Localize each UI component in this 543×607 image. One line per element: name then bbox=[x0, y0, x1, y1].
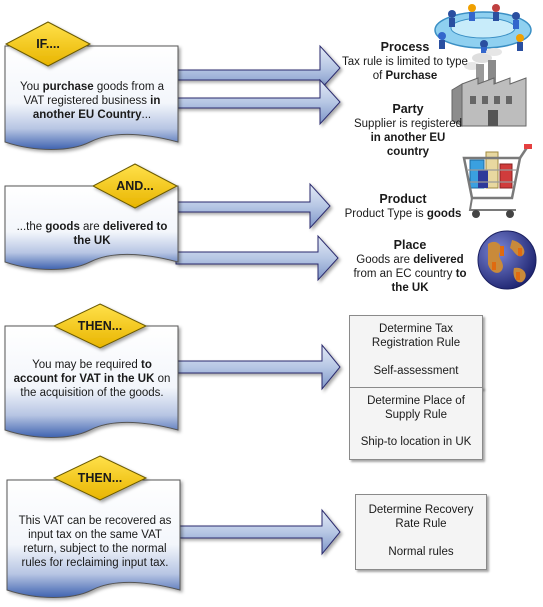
globe-icon bbox=[477, 230, 537, 290]
then-text-2: This VAT can be recovered as input tax o… bbox=[18, 515, 172, 569]
place-title: Place bbox=[393, 238, 427, 252]
rule-title: Determine Recovery Rate Rule bbox=[368, 504, 474, 530]
arrow-then-recovery bbox=[179, 508, 341, 556]
arrow-if-party bbox=[175, 78, 341, 126]
rule-value: Self-assessment bbox=[373, 365, 459, 377]
arrow-then-rules bbox=[175, 343, 341, 391]
diamond-and bbox=[91, 163, 179, 209]
rule-title: Determine Tax Registration Rule bbox=[371, 323, 461, 349]
arrow-and-product bbox=[175, 182, 331, 230]
party-title: Party bbox=[392, 102, 424, 116]
product-block: Product Product Type is goods bbox=[344, 192, 462, 220]
diamond-then-1 bbox=[52, 303, 148, 349]
panel-then-1 bbox=[4, 325, 179, 438]
panel-then-2 bbox=[6, 479, 181, 598]
party-block: Party Supplier is registered in another … bbox=[353, 102, 463, 158]
rule-box-place-of-supply: Determine Place of Supply Rule Ship-to l… bbox=[349, 387, 483, 460]
arrow-and-place bbox=[175, 234, 339, 282]
rule-title: Determine Place of Supply Rule bbox=[367, 395, 465, 421]
if-text: You purchase goods from a VAT registered… bbox=[19, 81, 165, 121]
diamond-if bbox=[4, 21, 92, 67]
panel-if bbox=[4, 45, 179, 150]
if-tag: IF.... bbox=[36, 37, 60, 51]
then-text-1: You may be required to account for VAT i… bbox=[13, 359, 171, 399]
rule-box-recovery-rate: Determine Recovery Rate Rule Normal rule… bbox=[355, 494, 487, 570]
rule-value: Normal rules bbox=[388, 546, 454, 558]
diamond-then-2 bbox=[52, 455, 148, 501]
then-tag-2: THEN... bbox=[77, 471, 123, 485]
process-block: Process Tax rule is limited to type of P… bbox=[342, 40, 468, 82]
place-block: Place Goods are delivered from an EC cou… bbox=[353, 238, 467, 294]
product-title: Product bbox=[379, 192, 427, 206]
process-title: Process bbox=[380, 40, 430, 54]
and-tag: AND... bbox=[116, 179, 154, 193]
arrow-if-process bbox=[175, 44, 341, 92]
and-text: ...the goods are delivered to the UK bbox=[16, 221, 168, 247]
rule-box-tax-registration: Determine Tax Registration Rule Self-ass… bbox=[349, 315, 483, 389]
shopping-cart-icon bbox=[462, 144, 532, 218]
then-tag-1: THEN... bbox=[77, 319, 123, 333]
factory-icon bbox=[451, 48, 527, 127]
process-people-icon bbox=[434, 4, 532, 53]
rule-value: Ship-to location in UK bbox=[360, 436, 472, 448]
